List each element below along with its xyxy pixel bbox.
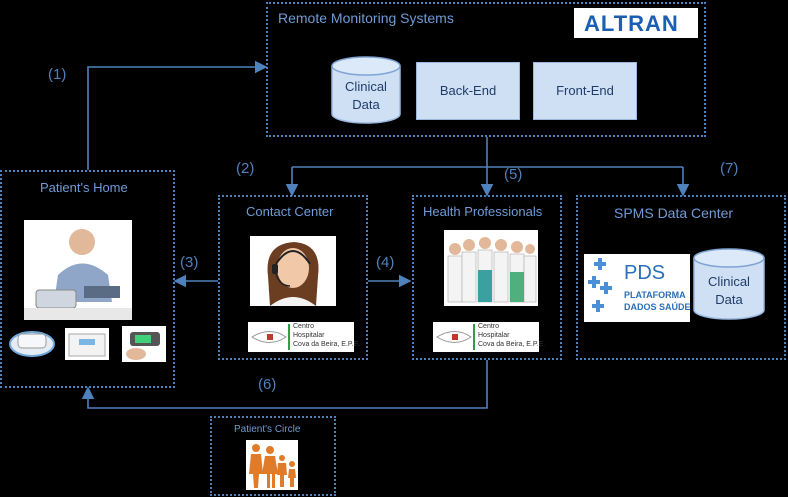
contact-center-box [218, 195, 368, 360]
step-3: (3) [180, 254, 199, 271]
spms-clinical-data-label: Clinical Data [708, 274, 750, 308]
step-5: (5) [504, 166, 523, 183]
arrow-1 [87, 60, 268, 170]
remote-monitoring-title: Remote Monitoring Systems [278, 10, 454, 26]
patients-home-box [0, 170, 175, 388]
step-4: (4) [376, 254, 395, 271]
pds-logo: PDS PLATAFORMA DADOS SAÚDE [584, 254, 691, 322]
hospital-logo-contact: Centro Hospitalar Cova da Beira, E.P.E. [248, 322, 360, 352]
family-icon [246, 440, 298, 490]
altran-logo: ALTRAN [574, 8, 698, 38]
hospital-logo-health: Centro Hospitalar Cova da Beira, E.P.E. [433, 322, 545, 352]
patient-photo [24, 220, 132, 320]
patients-circle-box [210, 416, 336, 496]
step-2: (2) [236, 160, 255, 177]
spms-clinical-data-cylinder [693, 248, 765, 320]
operator-photo [250, 236, 336, 306]
spms-data-center-box [576, 195, 786, 360]
step-1: (1) [48, 66, 67, 83]
device-oximeter [122, 326, 166, 362]
patients-home-title: Patient's Home [40, 180, 128, 195]
health-professionals-photo [444, 230, 538, 306]
patients-circle-title: Patient's Circle [234, 424, 301, 435]
step-6: (6) [258, 376, 277, 393]
front-end-box: Front-End [533, 62, 637, 120]
clinical-data-label: Clinical Data [345, 79, 387, 113]
pds-abbr: PDS [624, 262, 666, 284]
step-7: (7) [720, 160, 739, 177]
back-end-box: Back-End [416, 62, 520, 120]
device-scale [6, 324, 58, 358]
remote-monitoring-box [266, 2, 706, 137]
spms-data-center-title: SPMS Data Center [614, 205, 734, 221]
contact-center-title: Contact Center [246, 204, 334, 219]
device-monitor [65, 328, 109, 360]
clinical-data-cylinder [331, 56, 401, 124]
health-professionals-box [412, 195, 562, 360]
arrow-6 [81, 360, 488, 409]
health-professionals-title: Health Professionals [423, 204, 543, 219]
